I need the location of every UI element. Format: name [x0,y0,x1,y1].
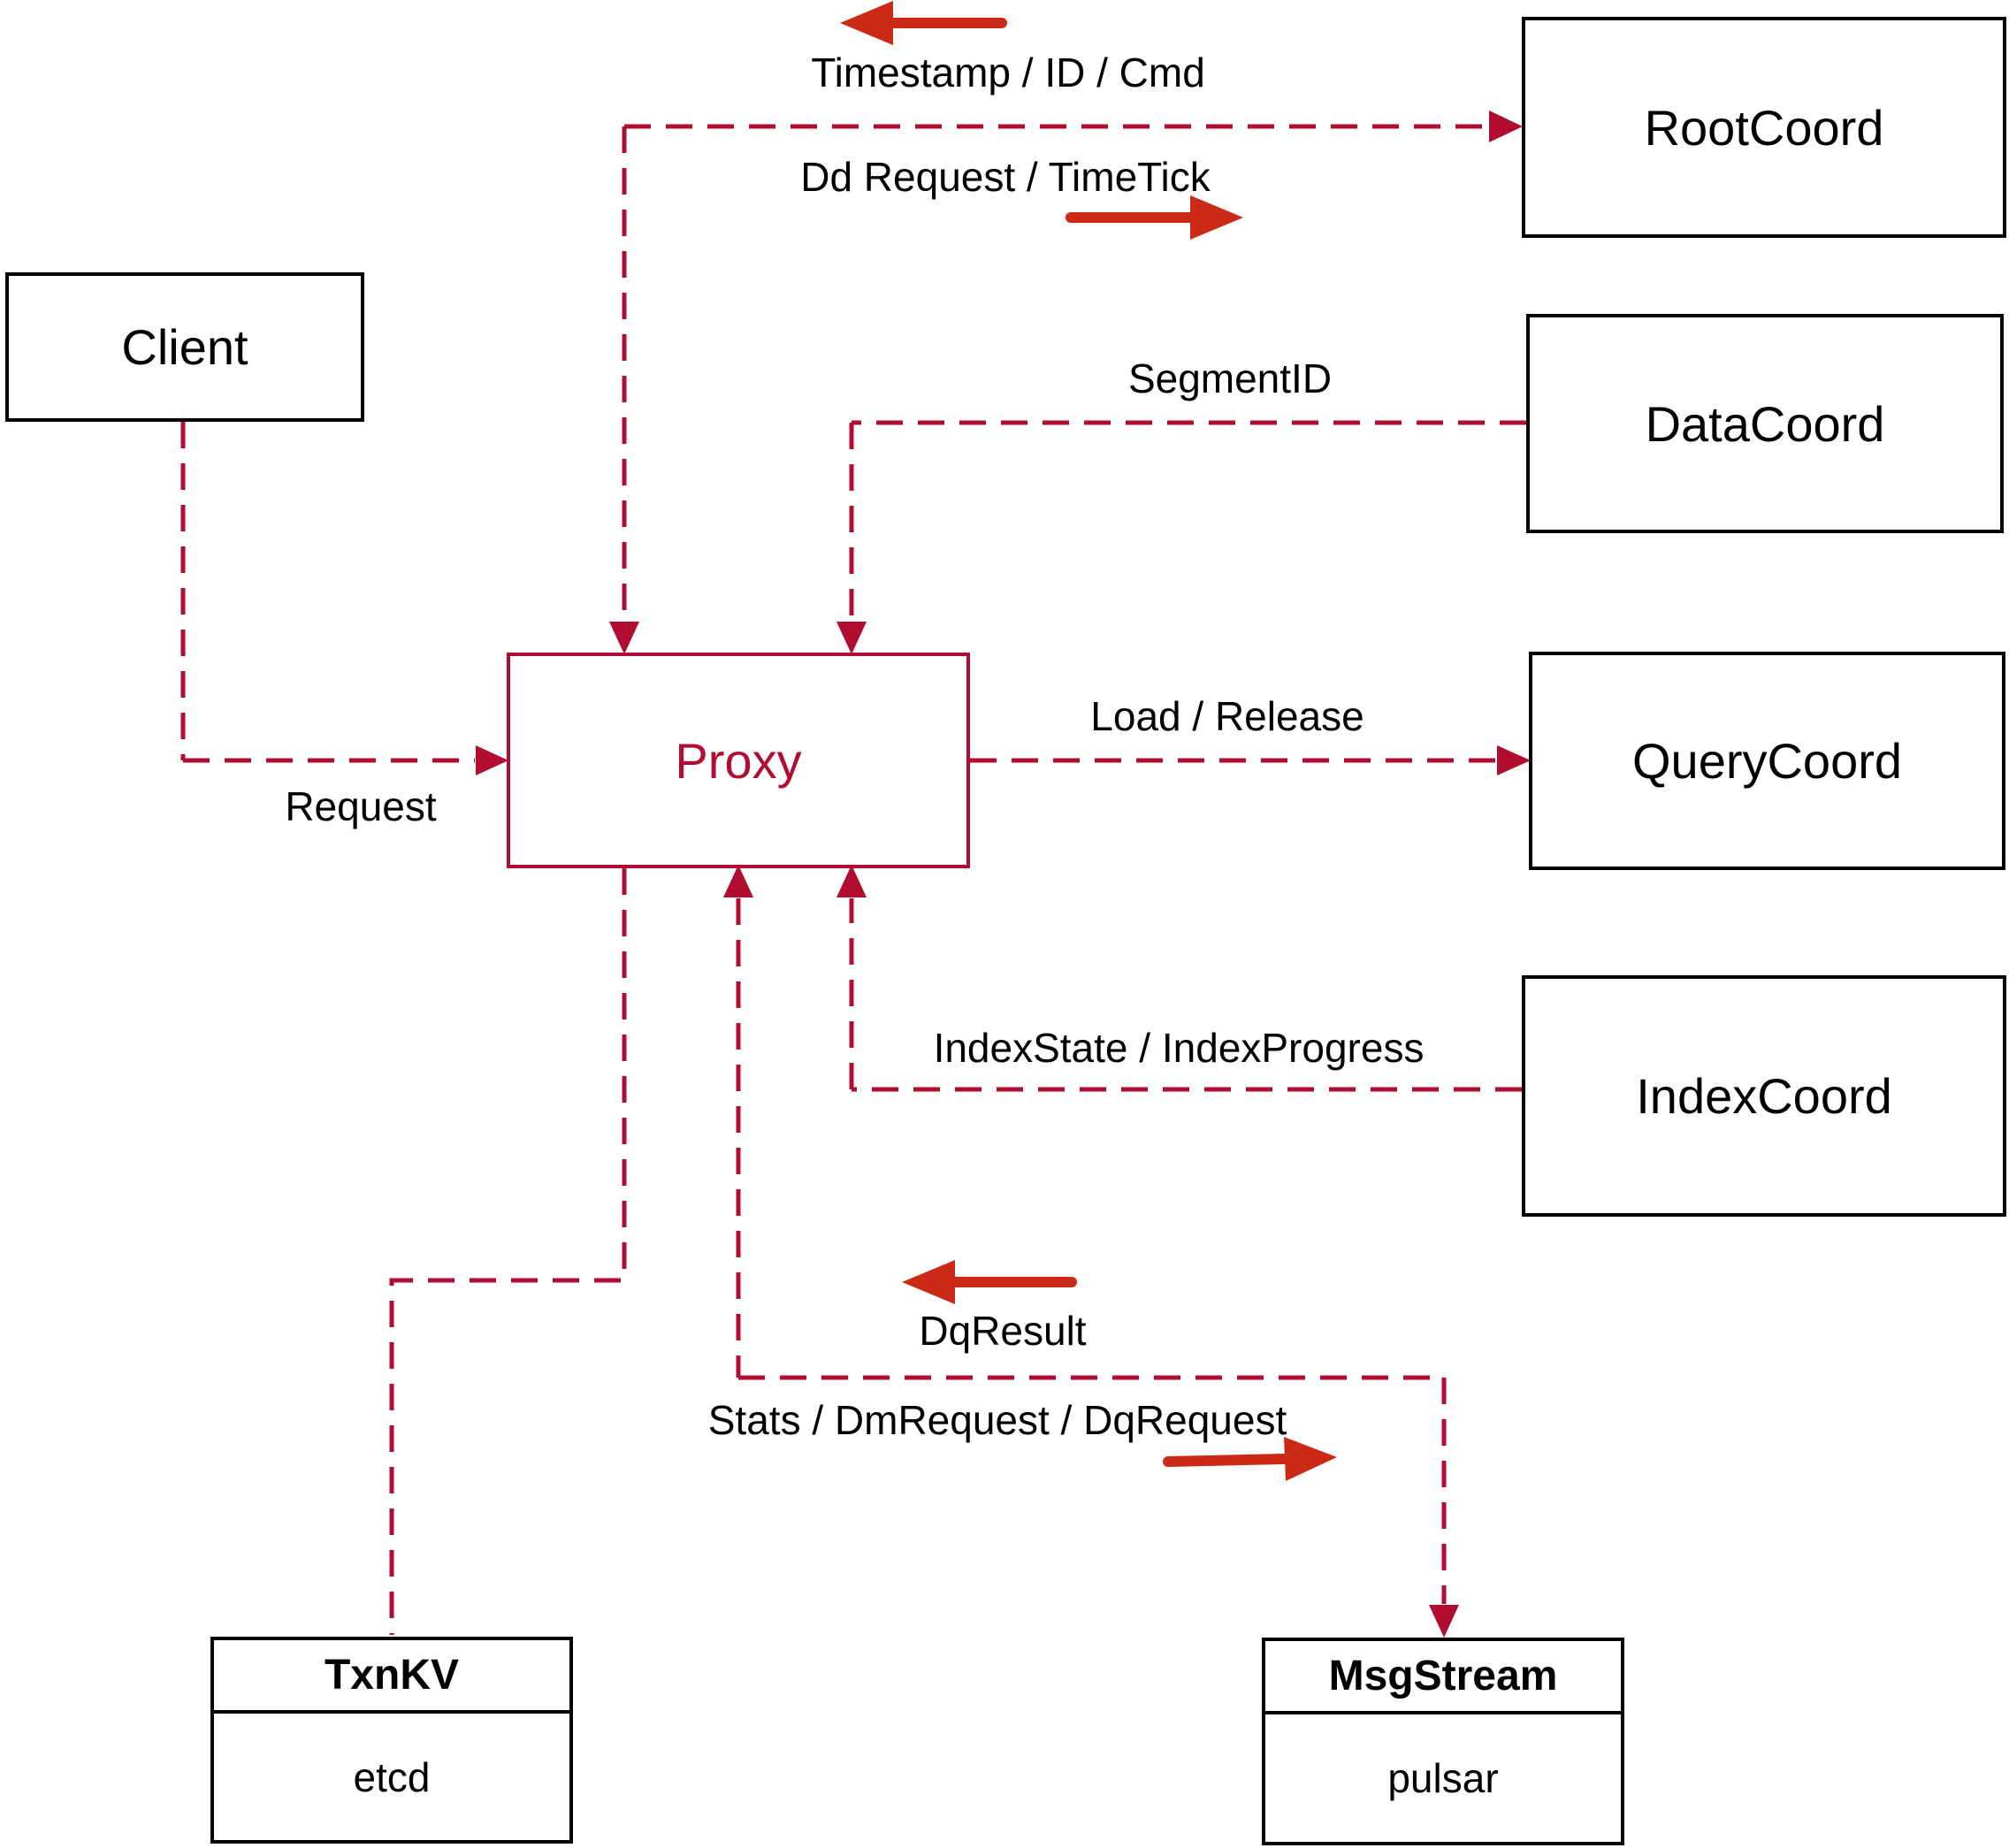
node-txnkv-title: TxnKV [214,1640,569,1714]
edge-label-timestamp-id-cmd: Timestamp / ID / Cmd [811,50,1205,95]
arrow-left-top-head-icon [840,1,893,45]
arrow-right-top-head-icon [1190,195,1243,240]
arrowhead-into-proxy-top-left-icon [609,622,639,654]
node-proxy: Proxy [507,653,970,868]
edge-label-dd-request-timetick: Dd Request / TimeTick [800,154,1211,200]
edge-label-request: Request [285,783,437,829]
arrowhead-into-msgstream-icon [1429,1605,1459,1638]
arrow-left-dqresult-head-icon [902,1260,955,1304]
node-msgstream-impl: pulsar [1387,1755,1499,1801]
arrowhead-into-proxy-top-right-icon [836,622,867,654]
arrowhead-into-rootcoord-icon [1489,111,1523,142]
arrowhead-into-proxy-left-icon [476,745,508,775]
edge-label-stats-dm-dq-request: Stats / DmRequest / DqRequest [707,1397,1287,1443]
node-rootcoord: RootCoord [1522,17,2006,238]
edge-proxy-txnkv [389,868,627,1635]
node-querycoord: QueryCoord [1529,652,2005,870]
node-datacoord: DataCoord [1526,314,2004,533]
edge-label-dq-result: DqResult [919,1308,1087,1354]
node-indexcoord: IndexCoord [1522,975,2006,1217]
node-msgstream: MsgStream pulsar [1262,1638,1624,1845]
node-client-label: Client [121,319,248,375]
node-indexcoord-label: IndexCoord [1636,1068,1892,1124]
node-txnkv-impl: etcd [353,1753,431,1800]
node-rootcoord-label: RootCoord [1644,99,1884,156]
edge-label-segment-id: SegmentID [1127,355,1333,401]
edge-label-index-state-progress: IndexState / IndexProgress [933,1025,1425,1071]
arrowhead-into-querycoord-icon [1497,745,1531,775]
node-datacoord-label: DataCoord [1645,395,1885,452]
node-msgstream-title: MsgStream [1265,1641,1621,1714]
arrow-right-stats-head-icon [1284,1437,1337,1481]
node-proxy-label: Proxy [675,732,802,789]
edge-label-load-release: Load / Release [1090,693,1364,739]
arrow-right-stats-shaft-icon [1163,1454,1289,1467]
arrowhead-into-proxy-bottom-left-icon [723,865,753,897]
node-txnkv: TxnKV etcd [210,1637,573,1844]
arrowhead-into-proxy-bottom-right-icon [836,865,867,897]
node-client: Client [5,272,364,422]
node-querycoord-label: QueryCoord [1631,733,1903,789]
